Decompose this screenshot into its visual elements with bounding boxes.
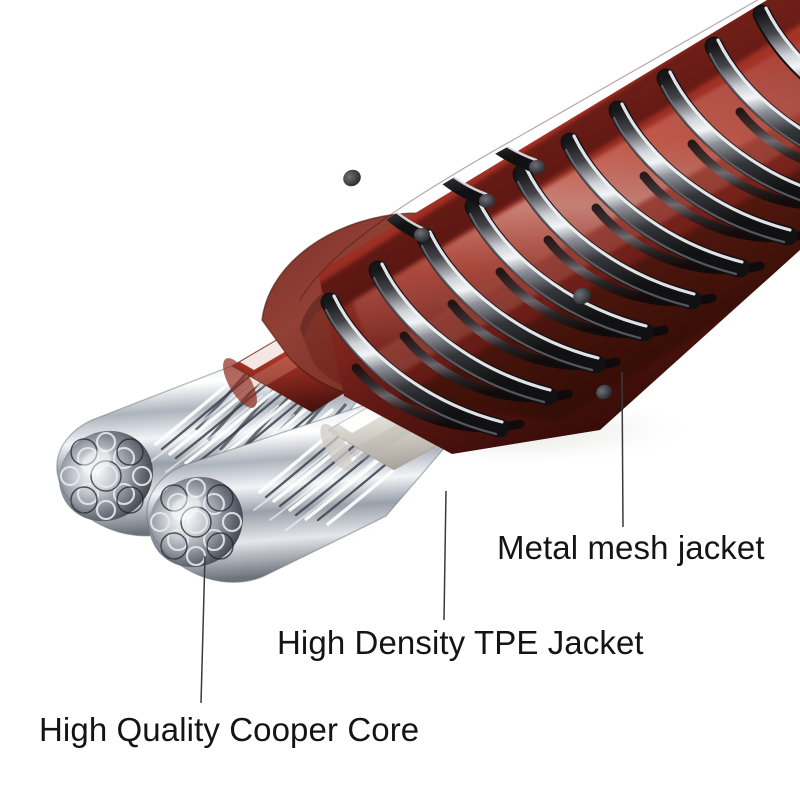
mesh-strands-front: [320, 4, 800, 438]
copper-core-lower-tip: [149, 476, 243, 568]
mesh-strand-tip-caps: [343, 169, 612, 400]
label-copper-core: High Quality Cooper Core: [39, 711, 420, 748]
metal-mesh-jacket-group: [320, 4, 800, 438]
leader-line-copper-core: [200, 555, 206, 704]
label-tpe-jacket: High Density TPE Jacket: [277, 624, 644, 661]
label-metal-mesh-jacket: Metal mesh jacket: [497, 529, 765, 566]
leader-line-tpe-jacket: [443, 490, 447, 621]
leader-lines: [200, 371, 624, 704]
copper-core-upper-tip: [59, 430, 153, 522]
leader-line-metal-mesh: [621, 371, 624, 528]
